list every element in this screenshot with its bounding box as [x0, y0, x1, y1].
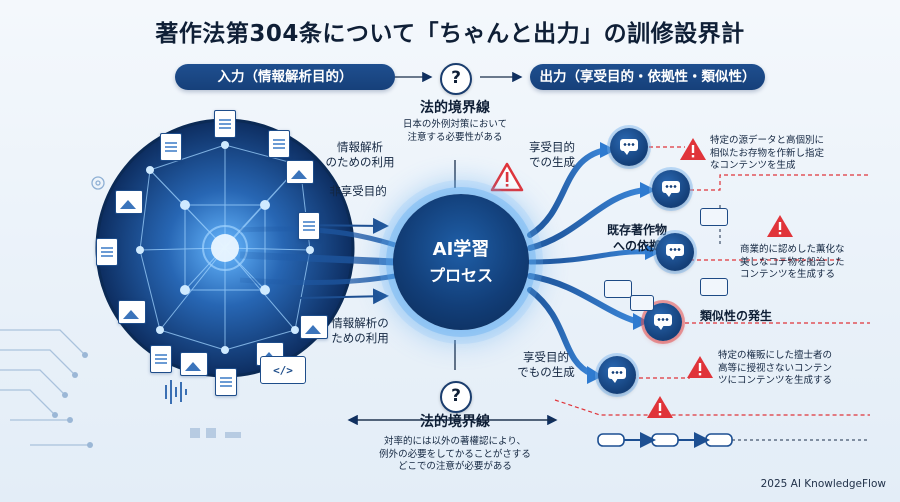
note-line: 高等に授视さないコンテン: [718, 362, 833, 374]
label-line: のための利用: [325, 155, 395, 169]
image-icon: [300, 315, 328, 339]
core-title: AI学習: [432, 239, 490, 260]
note-line: コンテンツを生成する: [740, 269, 836, 280]
image-icon: [115, 190, 143, 214]
chat-bubble-icon: [598, 356, 636, 394]
chain-links: [597, 433, 733, 447]
chat-bubble-icon: [652, 170, 690, 208]
code-icon: </>: [260, 356, 306, 384]
boundary-text-line: 例外の必要をしてかることがさする: [379, 448, 531, 460]
note-line: 特定の源データと高個別に: [710, 135, 825, 146]
label-enjoyment-generation: 享受目的 での生成: [514, 140, 590, 170]
label-line: 情報解析の: [331, 316, 389, 330]
label-line: 享受目的: [529, 140, 575, 154]
note-line: 特定の権販にした擅士者の: [718, 350, 833, 361]
message-outline-icon: [700, 208, 728, 226]
document-icon: [298, 212, 320, 240]
label-line: 享受目的: [523, 350, 569, 364]
similarity-occurrence-label: 類似性の発生: [700, 309, 773, 323]
message-outline-icon: [700, 278, 728, 296]
warning-triangles: [490, 138, 793, 418]
boundary-heading: 法的境界線: [420, 100, 490, 116]
label-enjoyment-generation-2: 享受目的 でもの生成: [506, 350, 586, 380]
note-line: ツにコンテンツを生成する: [718, 375, 833, 386]
risk-note-2: 商業的に認めした薫化な 美しなコテ物を船治した コンテンツを生成する: [740, 244, 890, 282]
boundary-text-line: 対率的には以外の著權認により、: [384, 436, 526, 447]
legal-boundary-top: 法的境界線 日本の外例対策において 注意する必要性がある: [360, 100, 550, 144]
boundary-text-line: 日本の外例対策において: [402, 119, 508, 130]
code-icon-text: </>: [273, 364, 293, 377]
risk-note-3: 特定の権販にした擅士者の 高等に授视さないコンテン ツにコンテンツを生成する: [718, 350, 868, 388]
label-line: ための利用: [331, 331, 389, 345]
note-line: 商業的に認めした薫化な: [740, 244, 845, 255]
label-line: 情報解析: [337, 140, 383, 154]
chat-bubble-icon: [610, 128, 648, 166]
boundary-text-line: 注意する必要性がある: [407, 131, 503, 143]
label-reliance: 既存著作物 への依拠: [592, 222, 682, 254]
input-purpose-pill: 入力（情報解析目的）: [175, 64, 395, 90]
document-icon: [268, 130, 290, 158]
boundary-text-line: どこでの注意が必要がある: [398, 461, 512, 472]
image-icon: [180, 352, 208, 376]
label-line: での生成: [529, 155, 575, 169]
page-title: 著作法第304条について「ちゃんと出力」の訓修設界計: [155, 21, 745, 47]
document-icon: [214, 110, 236, 138]
message-outline-icon: [630, 295, 654, 311]
note-line: 美しなコテ物を船治した: [740, 256, 845, 268]
label-info-analysis-bottom: 情報解析の ための利用: [314, 316, 406, 346]
label-line: への依拠: [612, 239, 661, 253]
label-info-analysis-top: 情報解析 のための利用: [314, 140, 406, 170]
legal-boundary-bottom-heading: 法的境界線: [420, 414, 490, 430]
label-non-enjoyment: 非享受目的: [329, 184, 387, 198]
circuit-traces: [0, 329, 90, 446]
document-icon: [96, 238, 118, 266]
ai-learning-process-core: AI学習 プロセス: [393, 194, 529, 330]
image-icon: [286, 160, 314, 184]
footer-credit: 2025 AI KnowledgeFlow: [760, 478, 886, 490]
legal-boundary-bottom-body: 対率的には以外の著權認により、 例外の必要をしてかることがさする どこでの注意が…: [330, 436, 580, 474]
label-line: でもの生成: [517, 365, 575, 379]
note-line: なコンテンツを生成: [710, 160, 796, 171]
question-icon: ?: [440, 381, 472, 413]
document-icon: [160, 133, 182, 161]
note-line: 相似たお存物を作新し指定: [710, 147, 825, 159]
image-icon: [118, 300, 146, 324]
document-icon: [150, 345, 172, 373]
label-line: 既存著作物: [606, 223, 667, 237]
message-outline-icon: [604, 280, 632, 298]
output-purpose-pill: 出力（享受目的・依拠性・類似性）: [530, 64, 765, 90]
document-icon: [215, 368, 237, 396]
chat-bubble-icon: [644, 303, 682, 341]
risk-note-1: 特定の源データと高個別に 相似たお存物を作新し指定 なコンテンツを生成: [710, 135, 860, 173]
question-icon: ?: [440, 63, 472, 95]
chat-bubble-icon: [656, 233, 694, 271]
core-subtitle: プロセス: [428, 266, 493, 285]
